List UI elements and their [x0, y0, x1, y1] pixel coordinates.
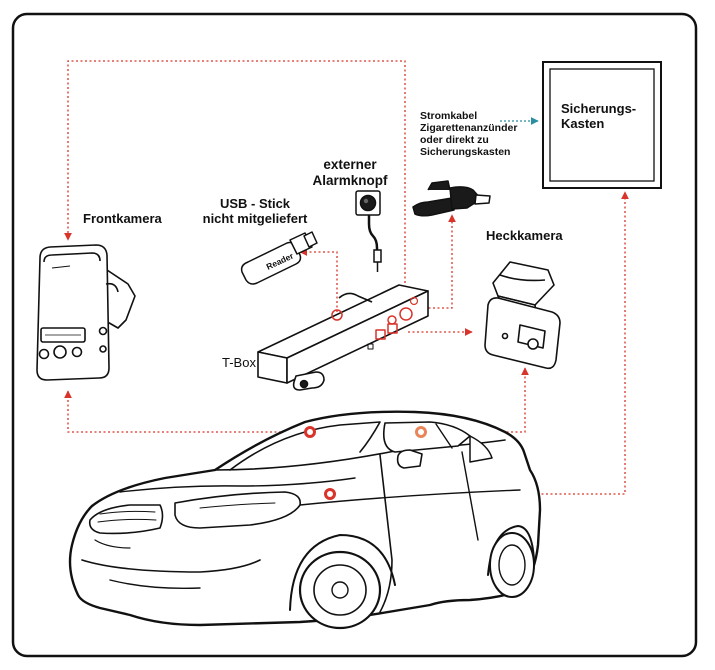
t-box-label: T-Box: [222, 355, 256, 370]
alarm-label-line1: externer: [323, 157, 377, 172]
usb-stick: Reader: [240, 231, 318, 285]
usb-stick-label: USB - Stick nicht mitgeliefert: [196, 196, 314, 227]
marker-front-camera: [304, 426, 316, 438]
usb-label-line1: USB - Stick: [219, 196, 291, 211]
t-box: [257, 284, 429, 391]
fuse-box-label: Sicherungs- Kasten: [561, 101, 637, 132]
power-label-line3: oder direkt zu: [420, 134, 489, 147]
alarm-label-line2: Alarmknopf: [312, 172, 388, 188]
marker-fuse-box: [324, 488, 336, 500]
rear-camera: [484, 261, 561, 370]
usb-label-line2: nicht mitgeliefert: [202, 210, 308, 226]
alarm-button: [355, 190, 382, 272]
fuse-label-line1: Sicherungs-: [561, 101, 637, 116]
front-camera-label: Frontkamera: [83, 211, 162, 226]
power-label-line4: Sicherungskasten: [420, 146, 511, 159]
front-camera: [36, 244, 136, 381]
car-markers: [304, 426, 427, 500]
rear-camera-label: Heckkamera: [486, 228, 563, 243]
power-plug: [412, 180, 491, 217]
marker-rear-camera: [415, 426, 427, 438]
car-outline: [68, 410, 542, 630]
power-label-line1: Stromkabel: [420, 110, 478, 122]
power-cable-label: Stromkabel Zigarettenanzünder oder direk…: [420, 110, 517, 158]
alarm-button-label: externer Alarmknopf: [305, 157, 395, 188]
power-label-line2: Zigarettenanzünder: [420, 122, 518, 135]
fuse-box: [542, 61, 662, 189]
fuse-label-line2: Kasten: [561, 115, 605, 131]
